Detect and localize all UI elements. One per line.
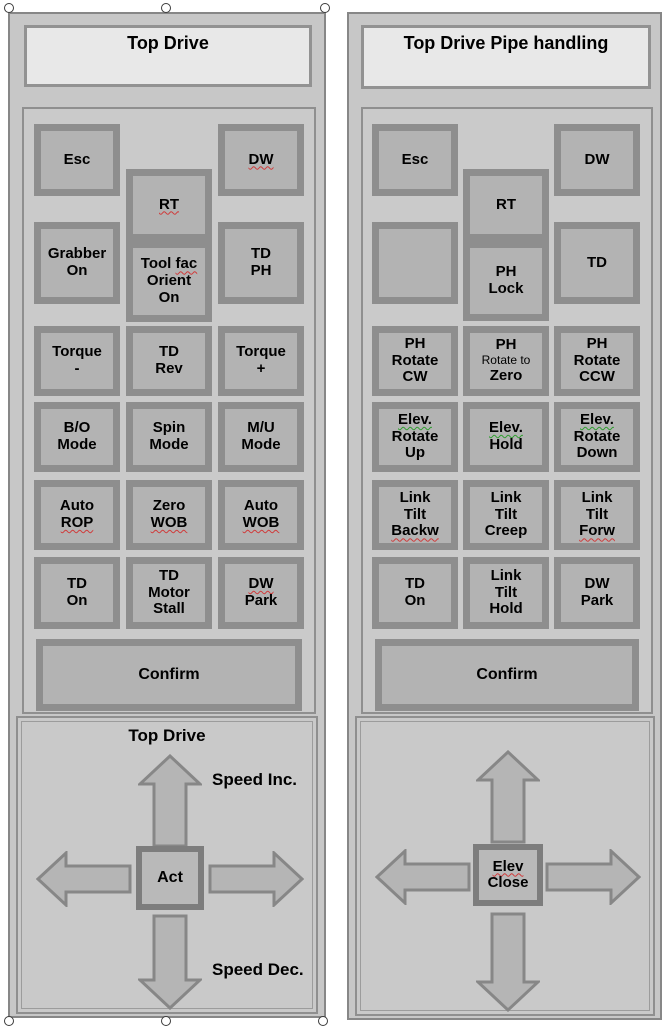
button-elev-rotate-up[interactable]: Elev. Rotate Up: [372, 402, 458, 472]
button-elev-hold[interactable]: Elev. Hold: [463, 402, 549, 472]
button-ph-rotate-ccw[interactable]: PH Rotate CCW: [554, 326, 640, 396]
button-dw[interactable]: DW: [218, 124, 304, 196]
selection-handle-bottom-center[interactable]: [161, 1016, 171, 1026]
button-blank[interactable]: [372, 222, 458, 304]
button-dw-park[interactable]: DW Park: [554, 557, 640, 629]
joystick-area: Elev Close: [355, 716, 655, 1016]
joystick-inner-frame: Top Drive Speed Inc. Speed Dec. Act: [21, 721, 313, 1010]
joystick-left-arrow[interactable]: [375, 849, 471, 905]
joystick-inner-frame: Elev Close: [360, 721, 650, 1012]
button-link-tilt-forw[interactable]: Link Tilt Forw: [554, 480, 640, 550]
button-td-ph[interactable]: TD PH: [218, 222, 304, 304]
panel-title: Top Drive: [127, 33, 209, 53]
button-confirm[interactable]: Confirm: [375, 639, 639, 711]
button-td-on[interactable]: TD On: [34, 557, 120, 629]
button-ph-lock[interactable]: PH Lock: [463, 241, 549, 321]
button-esc[interactable]: Esc: [372, 124, 458, 196]
button-area: Esc RT DW Grabber On Tool fac Orient On …: [22, 107, 316, 714]
joystick-up-arrow[interactable]: [476, 750, 540, 844]
joystick-right-arrow[interactable]: [208, 851, 304, 907]
button-area: Esc RT DW PH Lock TD PH Rotate: [361, 107, 653, 714]
joystick-area: Top Drive Speed Inc. Speed Dec. Act: [16, 716, 318, 1014]
button-grabber-on[interactable]: Grabber On: [34, 222, 120, 304]
joystick-act-button[interactable]: Act: [136, 846, 204, 910]
button-link-tilt-hold[interactable]: Link Tilt Hold: [463, 557, 549, 629]
joystick-right-arrow[interactable]: [545, 849, 641, 905]
button-td-rev[interactable]: TD Rev: [126, 326, 212, 396]
button-zero-wob[interactable]: Zero WOB: [126, 480, 212, 550]
button-torque-minus[interactable]: Torque -: [34, 326, 120, 396]
button-mu-mode[interactable]: M/U Mode: [218, 402, 304, 472]
panel-title: Top Drive Pipe handling: [403, 33, 609, 53]
joystick-left-arrow[interactable]: [36, 851, 132, 907]
button-ph-rotate-cw[interactable]: PH Rotate CW: [372, 326, 458, 396]
speed-dec-label: Speed Dec.: [212, 960, 304, 979]
button-rt[interactable]: RT: [463, 169, 549, 241]
joystick-down-arrow[interactable]: [476, 912, 540, 1012]
button-ph-rotate-to-zero[interactable]: PH Rotate to Zero: [463, 326, 549, 396]
button-dw[interactable]: DW: [554, 124, 640, 196]
button-auto-wob[interactable]: Auto WOB: [218, 480, 304, 550]
button-dw-park[interactable]: DW Park: [218, 557, 304, 629]
button-link-tilt-creep[interactable]: Link Tilt Creep: [463, 480, 549, 550]
selection-handle-top-left[interactable]: [4, 3, 14, 13]
selection-handle-top-center[interactable]: [161, 3, 171, 13]
button-confirm[interactable]: Confirm: [36, 639, 302, 711]
panel-title-box: Top Drive Pipe handling: [361, 25, 651, 89]
button-link-tilt-backw[interactable]: Link Tilt Backw: [372, 480, 458, 550]
button-td-on[interactable]: TD On: [372, 557, 458, 629]
panel-top-drive-pipe-handling: Top Drive Pipe handling Esc RT DW PH Loc…: [347, 12, 662, 1020]
button-elev-rotate-down[interactable]: Elev. Rotate Down: [554, 402, 640, 472]
joystick-title: Top Drive: [128, 726, 206, 745]
button-rt[interactable]: RT: [126, 169, 212, 241]
button-tool-face-orient-on[interactable]: Tool fac Orient On: [126, 241, 212, 322]
panel-top-drive: Top Drive Esc RT DW Grabber On Tool fac …: [8, 12, 326, 1018]
selection-handle-bottom-right[interactable]: [318, 1016, 328, 1026]
joystick-up-arrow[interactable]: [138, 754, 202, 848]
joystick-elev-close-button[interactable]: Elev Close: [473, 844, 543, 906]
button-spin-mode[interactable]: Spin Mode: [126, 402, 212, 472]
button-torque-plus[interactable]: Torque +: [218, 326, 304, 396]
button-auto-rop[interactable]: Auto ROP: [34, 480, 120, 550]
selection-handle-bottom-left[interactable]: [4, 1016, 14, 1026]
selection-handle-top-right[interactable]: [320, 3, 330, 13]
button-td-motor-stall[interactable]: TD Motor Stall: [126, 557, 212, 629]
button-bo-mode[interactable]: B/O Mode: [34, 402, 120, 472]
button-td[interactable]: TD: [554, 222, 640, 304]
button-esc[interactable]: Esc: [34, 124, 120, 196]
speed-inc-label: Speed Inc.: [212, 770, 298, 789]
panel-title-box: Top Drive: [24, 25, 312, 87]
joystick-down-arrow[interactable]: [138, 914, 202, 1010]
